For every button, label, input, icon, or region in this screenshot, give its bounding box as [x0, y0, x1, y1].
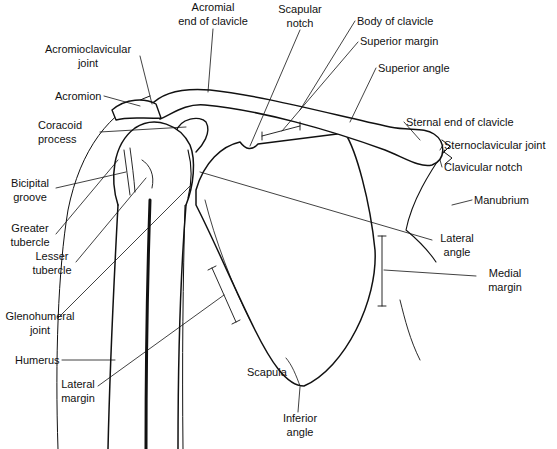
leader-line	[62, 360, 115, 361]
part-label: Acromial end of clavicle	[170, 0, 256, 28]
leader-line	[76, 178, 146, 262]
part-label: Glenohumeral joint	[0, 309, 80, 337]
leader-line	[350, 68, 376, 122]
humerus-shaft	[108, 205, 118, 449]
leader-line	[100, 127, 186, 132]
leader-line	[200, 172, 432, 240]
humerus-shading	[146, 200, 150, 449]
rib-edge	[400, 300, 420, 360]
label-line: Greater	[0, 221, 60, 235]
leader-line	[298, 387, 300, 412]
label-line: Acromial	[170, 0, 256, 14]
leader-line	[300, 21, 355, 110]
leader-lines	[56, 21, 476, 412]
part-label: Clavicular notch	[444, 160, 554, 174]
part-label: Inferior angle	[270, 411, 330, 439]
label-line: end of clavicle	[170, 14, 256, 28]
leader-line	[384, 270, 476, 276]
leader-line	[58, 186, 190, 318]
label-line: process	[38, 132, 108, 146]
part-label: Superior angle	[378, 61, 478, 75]
label-line: Coracoid	[38, 118, 108, 132]
leader-line	[440, 160, 442, 167]
part-label: Sternoclavicular joint	[444, 138, 556, 152]
part-label: Lesser tubercle	[22, 249, 82, 277]
part-label: Coracoid process	[38, 118, 108, 146]
label-line: tubercle	[0, 235, 60, 249]
part-label: Humerus	[15, 353, 75, 367]
part-label: Medial margin	[475, 266, 535, 294]
label-line: Acromioclavicular	[34, 42, 142, 56]
leader-line	[56, 172, 126, 188]
leader-line	[440, 145, 443, 150]
acromion-outline	[112, 100, 161, 120]
part-label: Sternal end of clavicle	[406, 115, 556, 129]
leader-line	[140, 56, 152, 104]
label-line: angle	[270, 425, 330, 439]
part-label: Greater tubercle	[0, 221, 60, 249]
label-line: Lateral	[430, 231, 484, 245]
glenohumeral-joint	[188, 150, 191, 198]
label-line: tubercle	[22, 263, 82, 277]
leader-line	[282, 42, 358, 131]
part-label: Acromioclavicular joint	[34, 42, 142, 70]
scapula-outline	[196, 133, 375, 386]
label-line: groove	[0, 190, 60, 204]
part-label: Lateral margin	[48, 377, 108, 405]
label-line: Bicipital	[0, 176, 60, 190]
label-line: Lateral	[48, 377, 108, 391]
lesser-tubercle	[142, 160, 153, 188]
part-label: Manubrium	[474, 193, 554, 207]
bracket	[378, 236, 386, 306]
label-line: angle	[430, 245, 484, 259]
label-line: notch	[270, 16, 330, 30]
bicipital-groove	[124, 148, 135, 195]
label-line: margin	[48, 391, 108, 405]
leader-line	[98, 295, 224, 386]
label-line: joint	[34, 56, 142, 70]
label-line: margin	[475, 280, 535, 294]
part-label: Superior margin	[360, 34, 470, 48]
label-line: Medial	[475, 266, 535, 280]
part-label: Body of clavicle	[357, 14, 477, 28]
part-label: Lateral angle	[430, 231, 484, 259]
part-label: Scapula	[247, 365, 307, 379]
clavicle-outline	[150, 90, 443, 166]
manubrium-outline	[406, 150, 445, 262]
part-label: Bicipital groove	[0, 176, 60, 204]
label-line: Glenohumeral	[0, 309, 80, 323]
part-label: Acromion	[55, 89, 125, 103]
label-line: Lesser	[22, 249, 82, 263]
humeral-head	[114, 122, 194, 205]
leader-line	[452, 200, 472, 205]
scapula-shading	[286, 358, 300, 386]
bracket	[262, 122, 300, 140]
part-label: Scapular notch	[270, 2, 330, 30]
leader-line	[104, 96, 140, 106]
label-line: joint	[0, 323, 80, 337]
leader-line	[208, 29, 213, 92]
label-line: Scapular	[270, 2, 330, 16]
leader-line	[250, 30, 300, 146]
label-line: Inferior	[270, 411, 330, 425]
